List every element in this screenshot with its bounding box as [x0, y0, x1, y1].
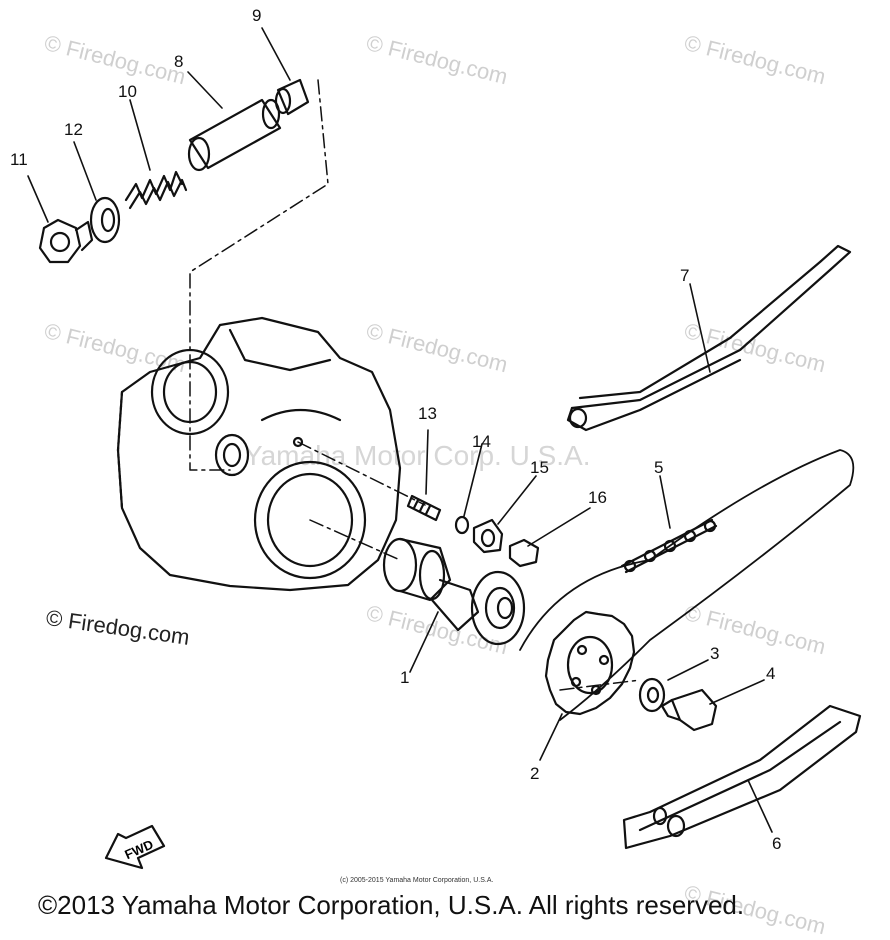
- reference-lines: [189, 79, 641, 691]
- callout-5: 5: [654, 458, 664, 477]
- callout-16: 16: [588, 488, 607, 507]
- callout-9: 9: [252, 6, 262, 25]
- callout-13: 13: [418, 404, 437, 423]
- callout-10: 10: [118, 82, 137, 101]
- callout-7: 7: [680, 266, 690, 285]
- cam-chain: [620, 518, 718, 574]
- chain-guide-lower: [622, 704, 862, 850]
- cam-sprocket: [544, 610, 636, 716]
- tensioner-body: [187, 98, 282, 172]
- callout-15: 15: [530, 458, 549, 477]
- cam-nut: [508, 538, 540, 568]
- camshaft: [382, 537, 526, 646]
- callout-1: 1: [400, 668, 410, 687]
- cam-cap: [472, 518, 504, 554]
- sprocket-bolt: [660, 688, 718, 732]
- copyright-notice: ©2013 Yamaha Motor Corporation, U.S.A. A…: [38, 890, 745, 920]
- cylinder-head: [116, 316, 402, 592]
- cam-chain-loop: [519, 449, 855, 721]
- tensioner-cap: [274, 78, 310, 116]
- sprocket-washer: [638, 677, 666, 713]
- callout-4: 4: [766, 664, 776, 683]
- leader-lines: [27, 27, 773, 833]
- fwd-arrow: [104, 824, 166, 870]
- callout-2: 2: [530, 764, 540, 783]
- chain-guide-upper: [566, 244, 852, 432]
- bolt-hex: [38, 218, 94, 264]
- callout-11: 11: [10, 150, 28, 169]
- tensioner-spring: [124, 170, 188, 210]
- callout-14: 14: [472, 432, 491, 451]
- washer-large: [89, 196, 121, 244]
- callout-12: 12: [64, 120, 83, 139]
- callout-6: 6: [772, 834, 782, 853]
- callout-8: 8: [174, 52, 184, 71]
- o-ring: [454, 515, 470, 535]
- dowel-pin: [406, 494, 442, 522]
- small-copyright: (c) 2005-2015 Yamaha Motor Corporation, …: [340, 877, 494, 884]
- callout-3: 3: [710, 644, 720, 663]
